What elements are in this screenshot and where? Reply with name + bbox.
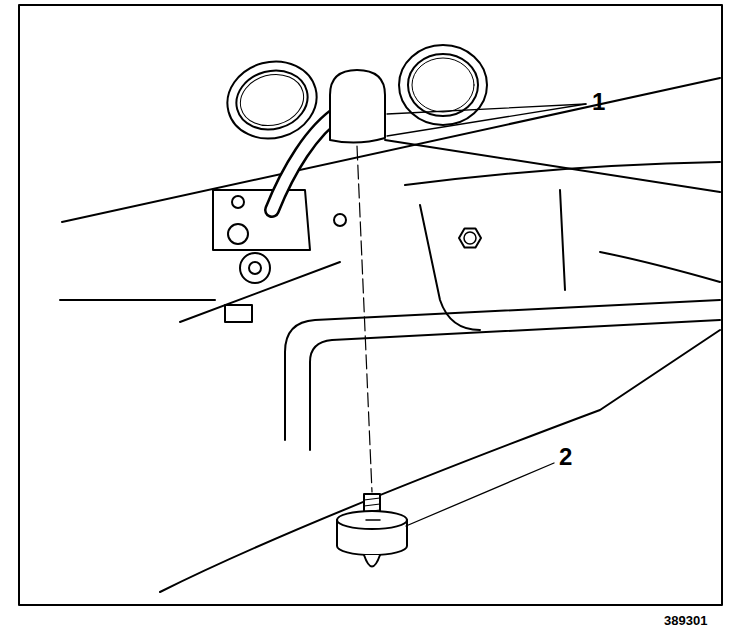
panel-edge [385, 140, 720, 192]
bumper-seat [330, 70, 385, 143]
hinge-bracket [213, 190, 310, 250]
panel-contour [310, 320, 720, 450]
hinge-block [225, 305, 252, 322]
figure-number: 389301 [664, 614, 707, 627]
frame [19, 5, 722, 605]
washer [240, 253, 270, 283]
callout-number: 1 [592, 90, 605, 114]
bolt-head [459, 229, 481, 248]
panel-contour [560, 190, 565, 290]
panel-contour [160, 330, 720, 592]
bolt-hole [232, 196, 244, 208]
callout-number: 2 [559, 445, 572, 469]
leader-line [406, 463, 554, 526]
figure-number-text: 389301 [664, 613, 707, 628]
panel-contour [60, 299, 215, 301]
bumper-tip [364, 555, 380, 567]
panel-contour [285, 300, 720, 440]
bumper-top [337, 511, 407, 529]
thread [364, 498, 380, 512]
panel-contour [600, 252, 720, 282]
bolt-hole [334, 214, 346, 226]
bolt-washer [464, 232, 476, 244]
leader-line [387, 104, 586, 136]
panel-edge [62, 78, 720, 222]
washer-hole [249, 262, 261, 274]
panel-contour [180, 262, 340, 322]
callout-number-text: 1 [592, 88, 605, 115]
callout-number-text: 2 [559, 443, 572, 470]
install-line [357, 146, 372, 492]
panel-contour [405, 162, 720, 185]
stud-base [366, 519, 380, 521]
bolt-hole [228, 224, 248, 244]
panel-contour [420, 205, 480, 330]
